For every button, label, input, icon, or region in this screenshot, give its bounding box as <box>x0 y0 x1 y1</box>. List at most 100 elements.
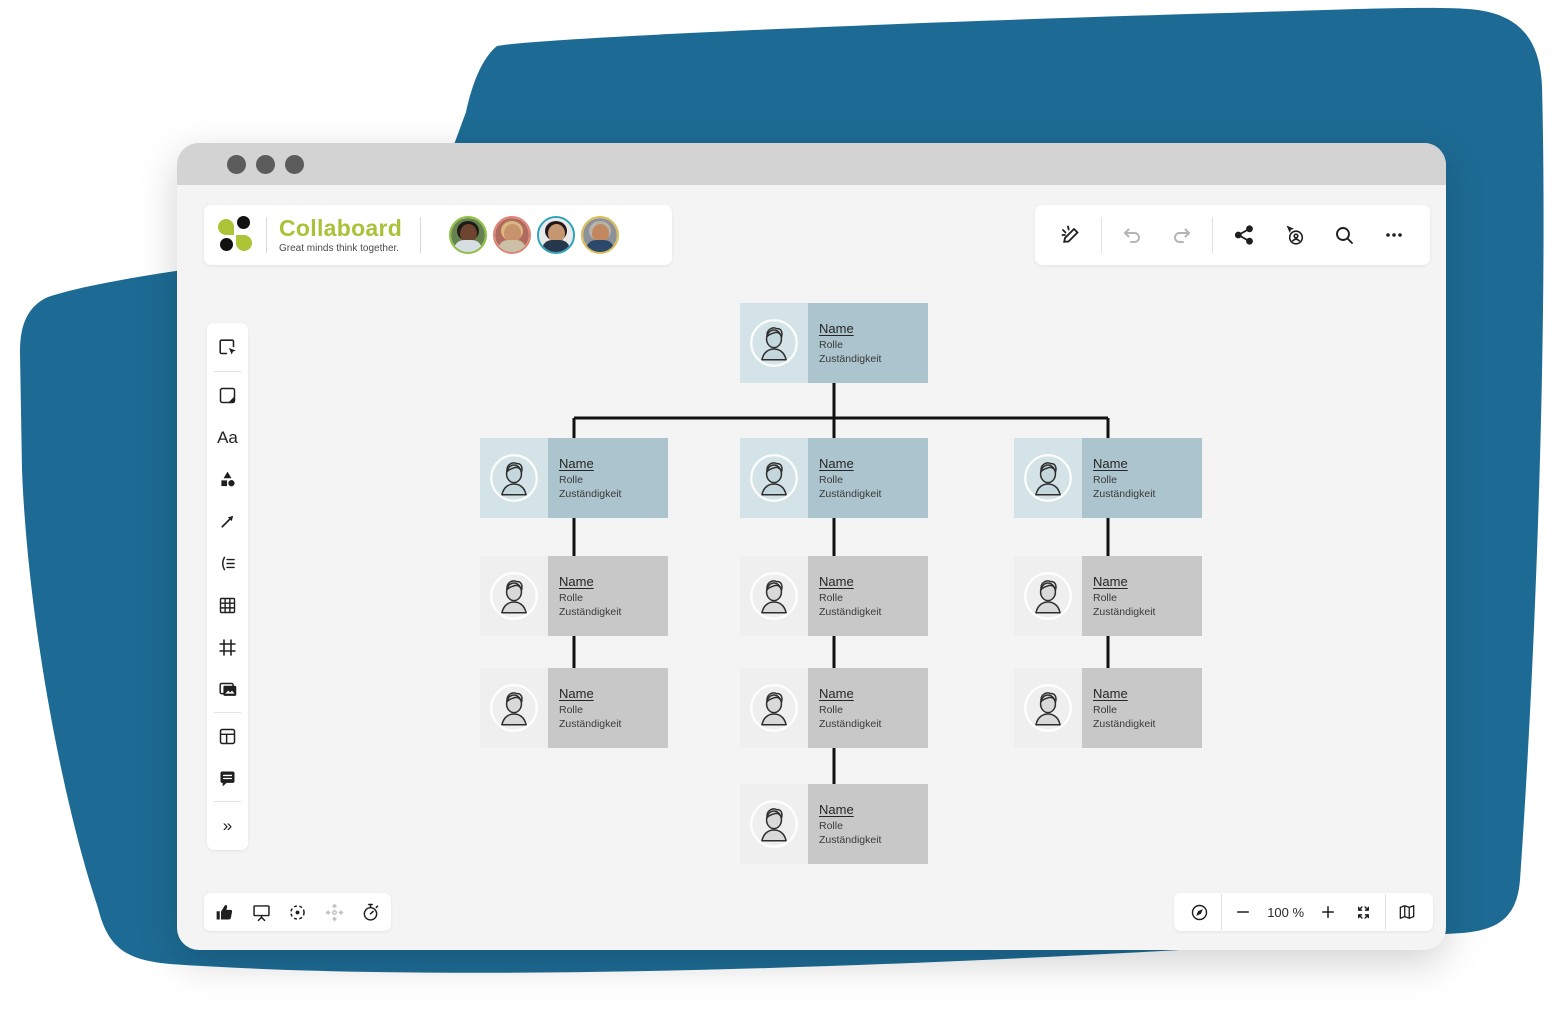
card-avatar-pane <box>740 668 808 748</box>
window-control-dot[interactable] <box>285 154 304 174</box>
outline-tool[interactable] <box>207 542 248 584</box>
images-icon <box>218 682 236 696</box>
timer-button[interactable] <box>355 896 387 928</box>
card-name: Name <box>1093 456 1128 471</box>
sticky-note-tool[interactable] <box>207 374 248 416</box>
person-avatar-icon <box>750 800 798 848</box>
collaborator-avatar[interactable] <box>493 216 532 254</box>
card-avatar-pane <box>740 303 808 383</box>
card-name: Name <box>559 456 594 471</box>
share-button[interactable] <box>1224 215 1264 255</box>
card-role: Rolle <box>819 819 843 832</box>
card-role: Rolle <box>819 703 843 716</box>
sketch-tool-button[interactable] <box>1051 215 1091 255</box>
window-control-dot[interactable] <box>227 154 246 174</box>
like-button[interactable] <box>209 896 241 928</box>
more-options-button[interactable] <box>1374 215 1414 255</box>
text-tool[interactable]: Aa <box>207 416 248 458</box>
expand-toolbar-button[interactable]: » <box>207 804 248 846</box>
fit-screen-button[interactable] <box>1349 897 1379 927</box>
person-avatar-icon <box>1024 454 1072 502</box>
tools-sidebar: Aa <box>207 323 248 850</box>
thumbs-up-icon <box>216 904 233 919</box>
media-tool[interactable] <box>207 668 248 710</box>
present-button[interactable] <box>245 896 277 928</box>
feedback-toolbar <box>204 893 391 931</box>
card-role: Rolle <box>1093 591 1117 604</box>
card-avatar-pane <box>1014 438 1082 518</box>
redo-button[interactable] <box>1162 215 1202 255</box>
app-header: Collaboard Great minds think together. <box>204 205 672 265</box>
divider <box>214 801 241 802</box>
divider <box>214 371 241 372</box>
arrow-icon <box>221 515 234 528</box>
collaborator-avatar[interactable] <box>581 216 620 254</box>
redo-icon <box>1174 228 1191 243</box>
stopwatch-icon <box>363 903 379 921</box>
collaboard-logo-icon <box>218 216 254 254</box>
minimap-button[interactable] <box>1391 896 1423 928</box>
search-button[interactable] <box>1324 215 1364 255</box>
card-role: Rolle <box>559 473 583 486</box>
card-name: Name <box>559 574 594 589</box>
top-toolbar <box>1035 205 1430 265</box>
window-control-dot[interactable] <box>256 154 275 174</box>
card-responsibility: Zuständigkeit <box>1093 488 1156 500</box>
collaborator-avatar[interactable] <box>537 216 576 254</box>
table-tool[interactable] <box>207 584 248 626</box>
follow-user-button[interactable] <box>1274 215 1314 255</box>
select-icon <box>218 339 236 355</box>
zoom-in-button[interactable] <box>1313 897 1343 927</box>
card-responsibility: Zuständigkeit <box>819 834 882 846</box>
card-name: Name <box>819 456 854 471</box>
card-name: Name <box>819 321 854 336</box>
card-role: Rolle <box>819 591 843 604</box>
zoom-level: 100 % <box>1267 904 1305 920</box>
divider <box>266 217 267 253</box>
card-responsibility: Zuständigkeit <box>819 488 882 500</box>
plus-icon <box>1322 906 1335 918</box>
collaborator-avatar[interactable] <box>449 216 488 254</box>
card-role: Rolle <box>559 591 583 604</box>
overview-button[interactable] <box>1184 896 1216 928</box>
card-avatar-pane <box>480 556 548 636</box>
comment-tool[interactable] <box>207 757 248 799</box>
move-button[interactable] <box>318 896 350 928</box>
template-tool[interactable] <box>207 715 248 757</box>
card-name: Name <box>1093 686 1128 701</box>
focus-button[interactable] <box>282 896 314 928</box>
undo-button[interactable] <box>1112 215 1152 255</box>
collaboard-logo: Collaboard Great minds think together. <box>279 216 402 254</box>
card-name: Name <box>1093 574 1128 589</box>
card-name: Name <box>559 686 594 701</box>
card-avatar-pane <box>480 668 548 748</box>
shapes-tool[interactable] <box>207 458 248 500</box>
person-avatar-icon <box>1024 572 1072 620</box>
zoom-out-button[interactable] <box>1228 897 1258 927</box>
collaborator-avatars <box>449 216 620 254</box>
template-icon <box>219 728 236 744</box>
divider <box>1101 217 1103 253</box>
card-avatar-pane <box>1014 668 1082 748</box>
frame-tool[interactable] <box>207 626 248 668</box>
divider <box>214 712 241 713</box>
select-tool[interactable] <box>207 327 248 369</box>
card-responsibility: Zuständigkeit <box>559 606 622 618</box>
connector-tool[interactable] <box>207 500 248 542</box>
